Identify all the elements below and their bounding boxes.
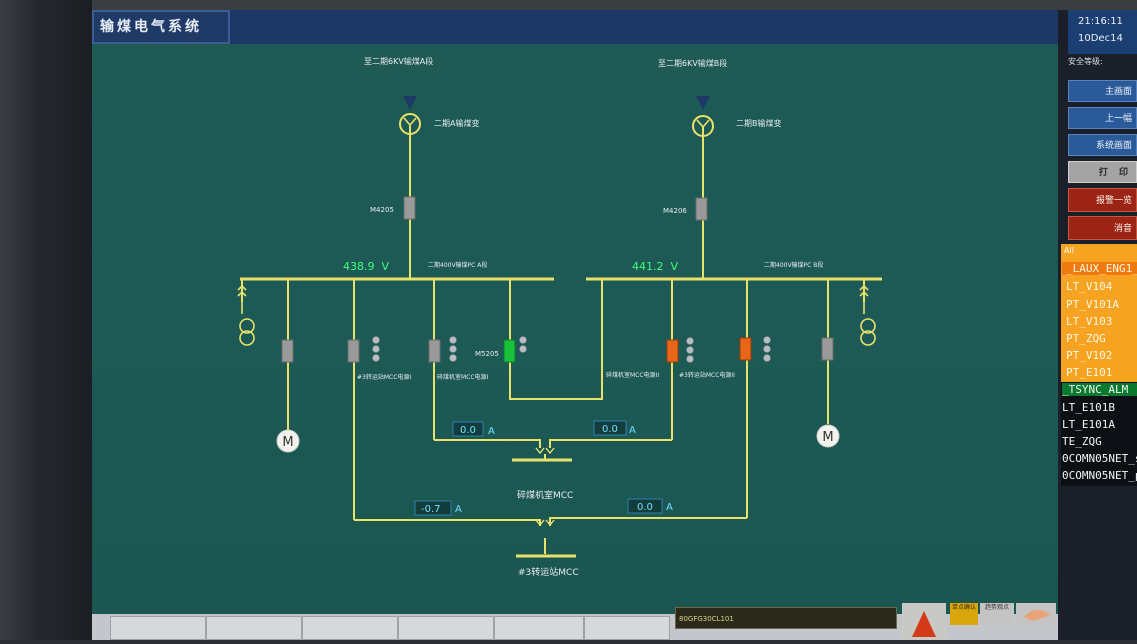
toolbar-button[interactable] <box>398 616 494 640</box>
print-button[interactable]: 打 印 <box>1068 161 1137 183</box>
transformer-b-label: 二期B输煤变 <box>736 118 782 128</box>
event-item[interactable]: 0COMN05NET_s <box>1062 452 1137 465</box>
feeder-3-label: 碎煤机室MCC电源II <box>606 371 659 379</box>
status-message: 80GFG30CL101 <box>675 607 897 629</box>
voltage-a-value: 438.9 V <box>343 260 389 273</box>
logo-icon <box>902 603 946 640</box>
transformer-b-icon[interactable] <box>692 115 714 137</box>
pt-left-icon[interactable] <box>237 284 255 346</box>
source-a-label: 至二期6KV输煤A段 <box>364 56 433 66</box>
clock-time: 21:16:11 <box>1078 16 1123 27</box>
breaker-a-label: M4205 <box>370 206 394 214</box>
breaker-m4205[interactable] <box>403 196 416 220</box>
alarm-item[interactable]: LT_V104 <box>1066 280 1113 293</box>
alarm-item[interactable]: PT_ZQG <box>1066 332 1106 345</box>
pt-right-icon[interactable] <box>859 284 876 346</box>
alarm-item[interactable]: LT_V103 <box>1066 315 1113 328</box>
indicator-lamps <box>372 336 771 363</box>
clock-date: 10Dec14 <box>1078 33 1123 44</box>
breaker-m4206[interactable] <box>695 197 708 221</box>
svg-text:-0.7: -0.7 <box>421 504 441 515</box>
monitor-bezel-left <box>0 0 92 640</box>
toolbar-button[interactable] <box>110 616 206 640</box>
source-arrows <box>403 96 710 110</box>
tie-breaker-label: M5205 <box>475 350 499 358</box>
svg-text:0.0: 0.0 <box>602 424 618 435</box>
source-b-label: 至二期6KV输煤B段 <box>658 58 727 68</box>
trend-view-button[interactable]: 趋势观点 <box>980 603 1014 625</box>
breaker-feeder-3[interactable] <box>666 339 679 363</box>
event-item[interactable]: _TSYNC_ALM <box>1062 383 1137 396</box>
current-box-4[interactable]: 0.0 <box>627 498 663 514</box>
alarm-item[interactable]: PT_E101 <box>1066 366 1113 379</box>
mcc-1-label: 碎煤机室MCC <box>517 489 573 501</box>
transformer-a-icon[interactable] <box>399 113 421 135</box>
current-box-2[interactable]: 0.0 <box>593 420 627 436</box>
feeder-2-label: 碎煤机室MCC电源I <box>437 373 489 381</box>
current-2-unit: A <box>629 425 636 436</box>
monitor-bezel-top <box>0 0 1137 12</box>
breaker-b-label: M4206 <box>663 207 687 215</box>
clock-panel: 21:16:11 10Dec14 <box>1068 10 1137 54</box>
bus-a-label: 二期400V输煤PC A段 <box>428 261 487 269</box>
toolbar-button[interactable] <box>584 616 670 640</box>
main-screen-button[interactable]: 主画面 <box>1068 80 1137 102</box>
transformer-a-label: 二期A输煤变 <box>434 118 479 128</box>
feeder-4-label: #3转运站MCC电源II <box>679 371 735 379</box>
current-1-unit: A <box>488 426 495 437</box>
current-box-3[interactable]: -0.7 <box>414 500 452 516</box>
silence-button[interactable]: 消音 <box>1068 216 1137 240</box>
mcc-2-label: #3转运站MCC <box>518 566 579 578</box>
svg-text:0.0: 0.0 <box>460 425 476 436</box>
feeder-1-label: #3转运站MCC电源I <box>357 373 411 381</box>
alarm-filter-label[interactable]: All <box>1064 246 1074 255</box>
event-item[interactable]: LT_E101A <box>1062 418 1115 431</box>
point-confirm-button[interactable]: 单点确认 <box>950 603 978 625</box>
breaker-feeder-4[interactable] <box>739 337 752 361</box>
current-box-1[interactable]: 0.0 <box>452 421 484 437</box>
event-list <box>1061 382 1137 486</box>
single-line-diagram: M M 至二期6KV输煤A段 至二期6KV输煤B段 二期A输煤变 二期B输煤变 … <box>237 56 882 578</box>
system-screen-button[interactable]: 系统画面 <box>1068 134 1137 156</box>
current-3-unit: A <box>455 504 462 515</box>
bus-b-label: 二期400V输煤PC B段 <box>764 261 823 269</box>
alarm-list-button[interactable]: 报警一览 <box>1068 188 1137 212</box>
alarm-item[interactable]: PT_V102 <box>1066 349 1113 362</box>
previous-screen-button[interactable]: 上一幅 <box>1068 107 1137 129</box>
breaker-motor-left[interactable] <box>281 339 294 363</box>
toolbar-button[interactable] <box>302 616 398 640</box>
alarm-item[interactable]: PT_V101A <box>1066 298 1119 311</box>
alarm-item[interactable]: _LAUX_ENG1_ <box>1062 262 1137 275</box>
single-line-diagram-canvas: M M 至二期6KV输煤A段 至二期6KV输煤B段 二期A输煤变 二期B输煤变 … <box>92 44 1058 616</box>
disconnect-symbols <box>535 447 555 527</box>
event-item[interactable]: LT_E101B <box>1062 401 1115 414</box>
window-title: 输煤电气系统（二） <box>92 10 230 65</box>
motor-right-icon[interactable]: M <box>816 424 840 448</box>
voltage-b-value: 441.2 V <box>632 260 678 273</box>
breaker-feeder-1[interactable] <box>347 339 360 363</box>
event-item[interactable]: TE_ZQG <box>1062 435 1102 448</box>
event-item[interactable]: 0COMN05NET_p <box>1062 469 1137 482</box>
svg-text:M: M <box>282 435 293 450</box>
current-4-unit: A <box>666 502 673 513</box>
breaker-motor-right[interactable] <box>821 337 834 361</box>
breaker-feeder-2[interactable] <box>428 339 441 363</box>
toolbar-button[interactable] <box>206 616 302 640</box>
svg-text:M: M <box>822 430 833 445</box>
safety-level-label: 安全等级: <box>1068 57 1103 66</box>
breaker-m5205[interactable] <box>503 339 516 363</box>
svg-text:0.0: 0.0 <box>637 502 653 513</box>
motor-left-icon[interactable]: M <box>276 429 300 453</box>
toolbar-button[interactable] <box>494 616 584 640</box>
hand-icon[interactable] <box>1016 603 1056 625</box>
